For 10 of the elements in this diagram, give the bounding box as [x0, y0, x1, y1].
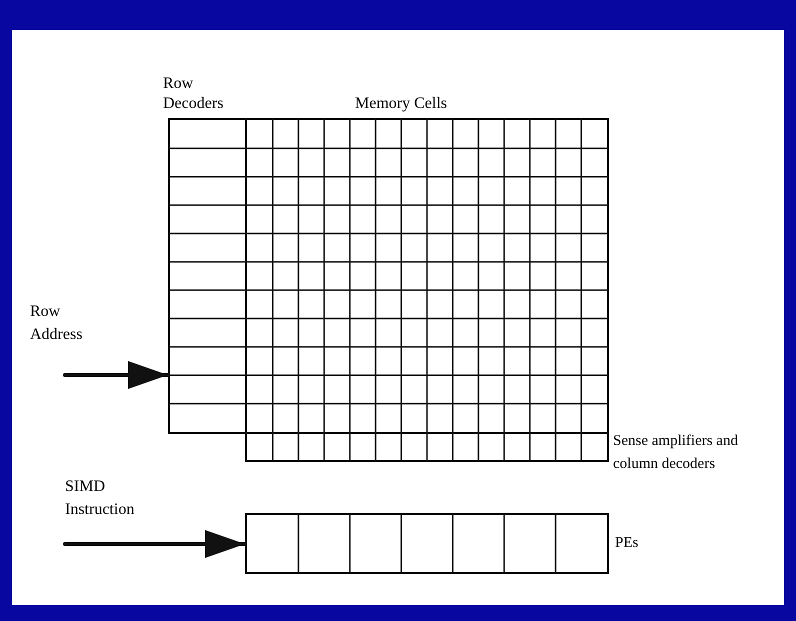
side-label: PEs	[615, 534, 640, 553]
arrow	[63, 361, 170, 389]
side-label: Sense amplifiers and column decoders	[613, 432, 739, 474]
arrow	[63, 530, 247, 558]
heading-label: Memory Cells	[355, 94, 448, 114]
memory-cell-array	[245, 118, 609, 434]
row-decoder-column	[168, 118, 247, 434]
pe-array	[245, 513, 609, 574]
heading-label: Row Decoders	[163, 74, 224, 114]
sense-amplifier-row	[245, 432, 609, 462]
